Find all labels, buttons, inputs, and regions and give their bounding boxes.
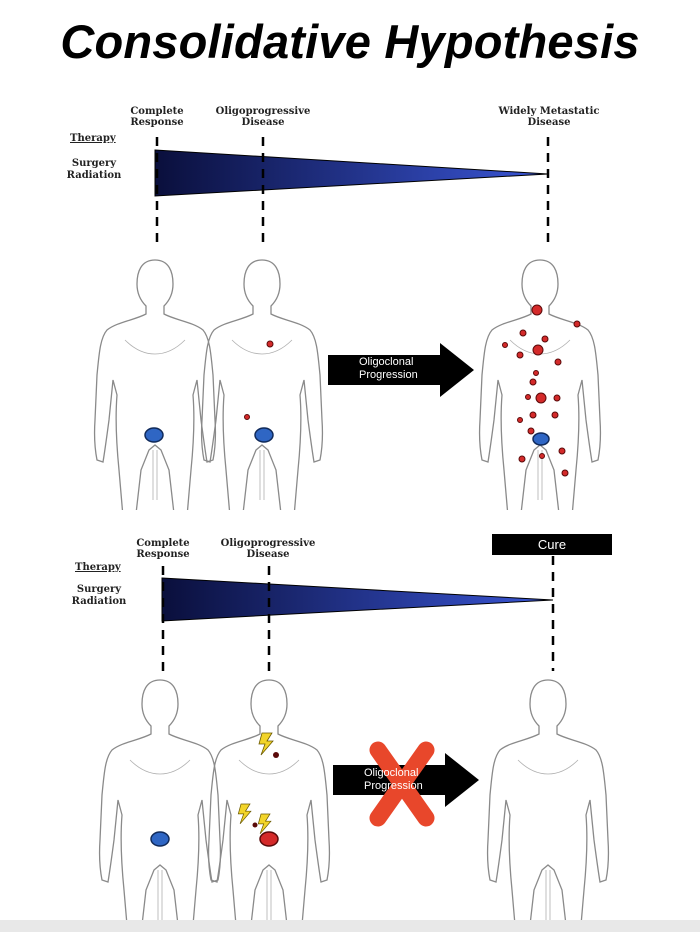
body-figure-complete <box>93 259 217 510</box>
stage-label-oligo: Oligoprogressive Disease <box>215 106 311 128</box>
stage-label-widely: Widely Metastatic Disease <box>498 106 600 128</box>
therapy-item-surgery: Surgery <box>76 584 122 595</box>
x-mark-icon <box>369 741 435 827</box>
page-title: Consolidative Hypothesis <box>60 15 640 68</box>
top-diagram <box>93 137 602 510</box>
treated-tumor <box>259 831 279 847</box>
therapy-wedge <box>154 149 549 197</box>
lightning-bolt-icon <box>257 813 272 835</box>
widespread-metastases <box>502 304 581 477</box>
top-panel: Complete Response Oligoprogressive Disea… <box>0 95 700 510</box>
body-figure-oligo <box>200 259 324 510</box>
metastasis-dot <box>244 414 250 420</box>
therapy-item-radiation: Radiation <box>71 596 127 607</box>
stage-label-complete: Complete Response <box>136 538 190 560</box>
metastasis-dot <box>273 752 279 758</box>
therapy-item-radiation: Radiation <box>66 170 122 181</box>
body-figure-widely <box>478 259 602 510</box>
body-figure-oligo <box>207 679 331 920</box>
arrow-label: Oligoclonal Progression <box>364 767 423 792</box>
therapy-wedge <box>161 577 554 622</box>
primary-tumor <box>254 427 274 443</box>
lightning-bolt-icon <box>237 803 252 825</box>
primary-tumor <box>532 432 550 446</box>
therapy-item-surgery: Surgery <box>71 158 117 169</box>
stage-label-complete: Complete Response <box>130 106 184 128</box>
therapy-heading: Therapy <box>70 133 116 144</box>
lightning-bolt-icon <box>258 732 274 756</box>
bottom-strip <box>0 920 700 932</box>
arrow-label: Oligoclonal Progression <box>359 356 418 381</box>
metastasis-dot <box>266 340 274 348</box>
stage-label-oligo: Oligoprogressive Disease <box>220 538 316 560</box>
body-figure-complete <box>98 679 222 920</box>
arrow-right-icon <box>328 343 474 397</box>
therapy-heading: Therapy <box>75 562 121 573</box>
primary-tumor <box>144 427 164 443</box>
bottom-panel: Complete Response Oligoprogressive Disea… <box>0 528 700 920</box>
primary-tumor <box>150 831 170 847</box>
cure-label: Cure <box>492 534 612 555</box>
metastasis-dot <box>252 822 258 828</box>
bottom-diagram <box>98 556 610 920</box>
body-figure-cured <box>486 679 610 920</box>
